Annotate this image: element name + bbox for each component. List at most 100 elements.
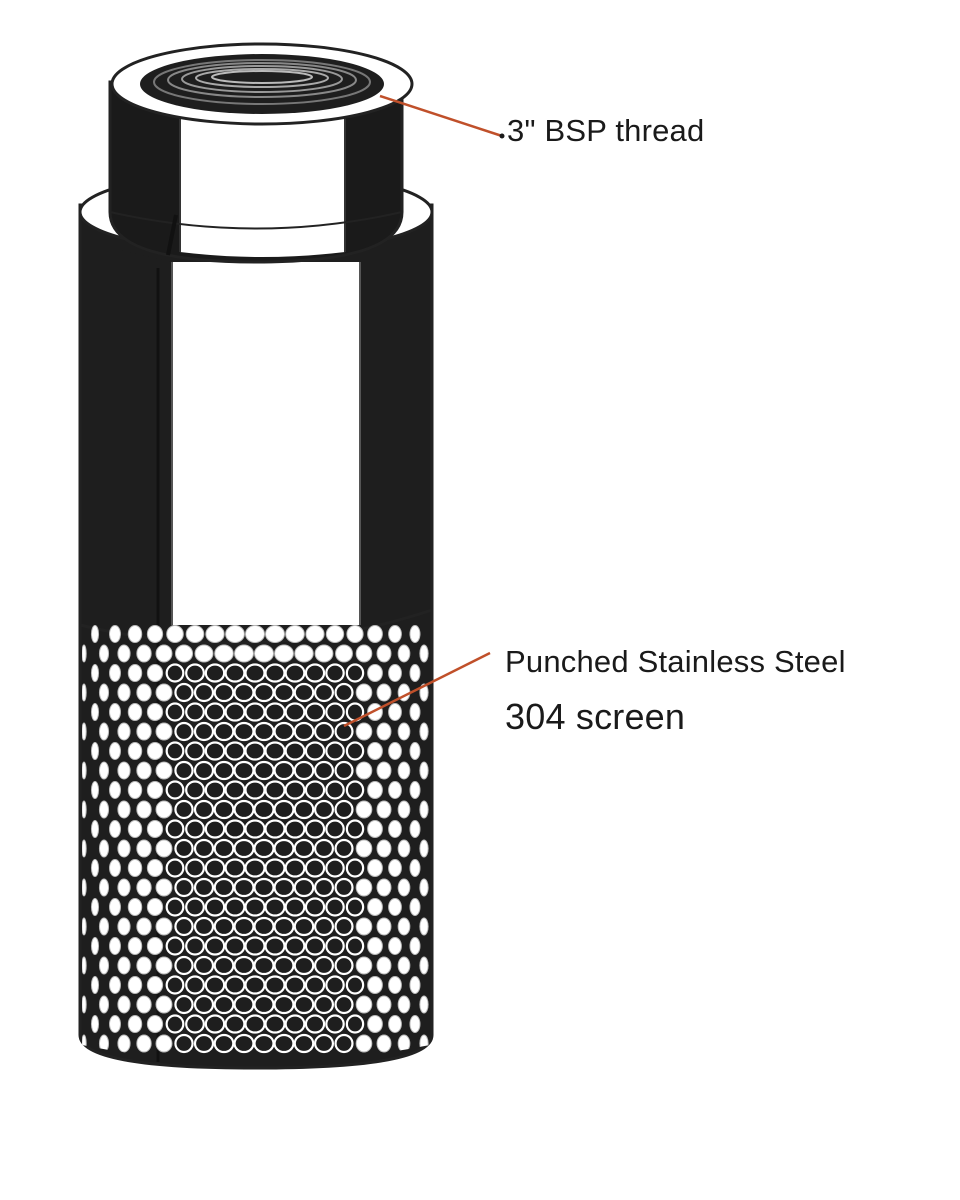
screen-hole — [174, 955, 194, 976]
screen-hole — [90, 781, 100, 799]
screen-hole — [224, 663, 246, 683]
screen-hole — [367, 1015, 383, 1033]
screen-hole — [293, 721, 315, 742]
thread-callout-label: 3" BSP thread — [507, 113, 705, 148]
screen-hole — [174, 916, 194, 937]
screen-hole — [127, 703, 143, 721]
screen-hole — [185, 936, 205, 956]
screen-hole — [355, 1034, 373, 1053]
screen-hole — [165, 780, 185, 800]
screen-hole — [346, 625, 364, 643]
screen-hole — [174, 682, 194, 703]
screen-hole — [376, 956, 392, 975]
screen-hole — [193, 955, 215, 976]
screen-hole — [367, 976, 383, 994]
screen-hole — [213, 877, 235, 898]
screen-hole — [397, 644, 411, 663]
screen-hole — [388, 703, 402, 721]
screen-hole — [293, 1033, 315, 1054]
screen-hole — [419, 644, 429, 663]
screen-hole — [345, 780, 365, 800]
screen-hole — [90, 859, 100, 877]
screen-hole — [264, 780, 286, 800]
screen-hole — [204, 702, 226, 722]
screen-hole — [397, 761, 411, 780]
screen-hole — [109, 625, 121, 643]
screen-hole — [146, 859, 164, 877]
screen-hole — [313, 838, 335, 859]
screen-hole — [376, 800, 392, 819]
screen-hole — [325, 663, 345, 683]
screen-hole — [409, 664, 421, 682]
screen-hole — [127, 1015, 143, 1033]
screen-hole — [334, 1033, 354, 1054]
threaded-neck — [108, 42, 414, 264]
screen-hole — [304, 897, 326, 917]
screen-hole — [155, 644, 173, 663]
screen-hole — [82, 956, 87, 975]
screen-hole — [233, 838, 255, 859]
leader-line-thread — [379, 94, 503, 138]
screen-hole — [244, 663, 266, 683]
screen-hole — [165, 702, 185, 722]
screen-hole — [146, 976, 164, 994]
leader-dot-thread — [499, 133, 505, 139]
screen-hole — [193, 760, 215, 781]
screen-hole — [117, 683, 131, 702]
screen-hole — [273, 1033, 295, 1054]
screen-hole — [284, 819, 306, 839]
screen-hole — [313, 799, 335, 820]
screen-hole — [293, 799, 315, 820]
screen-hole — [419, 878, 429, 897]
screen-hole — [224, 936, 246, 956]
screen-hole — [388, 976, 402, 994]
screen-hole — [146, 820, 164, 838]
screen-hole — [376, 1034, 392, 1053]
screen-hole — [334, 838, 354, 859]
screen-hole — [273, 838, 295, 859]
screen-hole — [213, 682, 235, 703]
screen-hole — [264, 936, 286, 956]
screen-hole — [419, 917, 429, 936]
screen-hole — [90, 820, 100, 838]
screen-hole — [345, 936, 365, 956]
screen-hole — [117, 917, 131, 936]
screen-hole — [224, 858, 246, 878]
screen-hole — [155, 761, 173, 780]
screen-hole — [388, 781, 402, 799]
screen-hole — [376, 878, 392, 897]
screen-hole — [325, 936, 345, 956]
screen-hole — [224, 702, 246, 722]
screen-hole — [264, 663, 286, 683]
screen-hole — [98, 761, 110, 780]
screen-hole — [127, 781, 143, 799]
screen-hole — [397, 917, 411, 936]
screen-hole — [82, 722, 87, 741]
screen-hole — [109, 742, 121, 760]
screen-hole — [376, 683, 392, 702]
screen-hole — [388, 625, 402, 643]
screen-hole — [146, 781, 164, 799]
screen-hole — [313, 994, 335, 1015]
screen-hole — [397, 956, 411, 975]
screen-hole — [155, 800, 173, 819]
screen-hole — [98, 995, 110, 1014]
strainer-body — [78, 170, 434, 1070]
screen-hole — [244, 858, 266, 878]
screen-hole — [204, 819, 226, 839]
screen-hole — [304, 858, 326, 878]
screen-hole — [233, 721, 255, 742]
screen-hole — [284, 897, 306, 917]
screen-hole — [304, 1014, 326, 1034]
screen-hole — [253, 1033, 275, 1054]
screen-hole — [313, 955, 335, 976]
screen-hole — [109, 820, 121, 838]
screen-hole — [146, 937, 164, 955]
screen-hole — [253, 955, 275, 976]
screen-hole — [273, 721, 295, 742]
screen-hole — [146, 703, 164, 721]
screen-hole — [213, 760, 235, 781]
screen-hole — [146, 742, 164, 760]
